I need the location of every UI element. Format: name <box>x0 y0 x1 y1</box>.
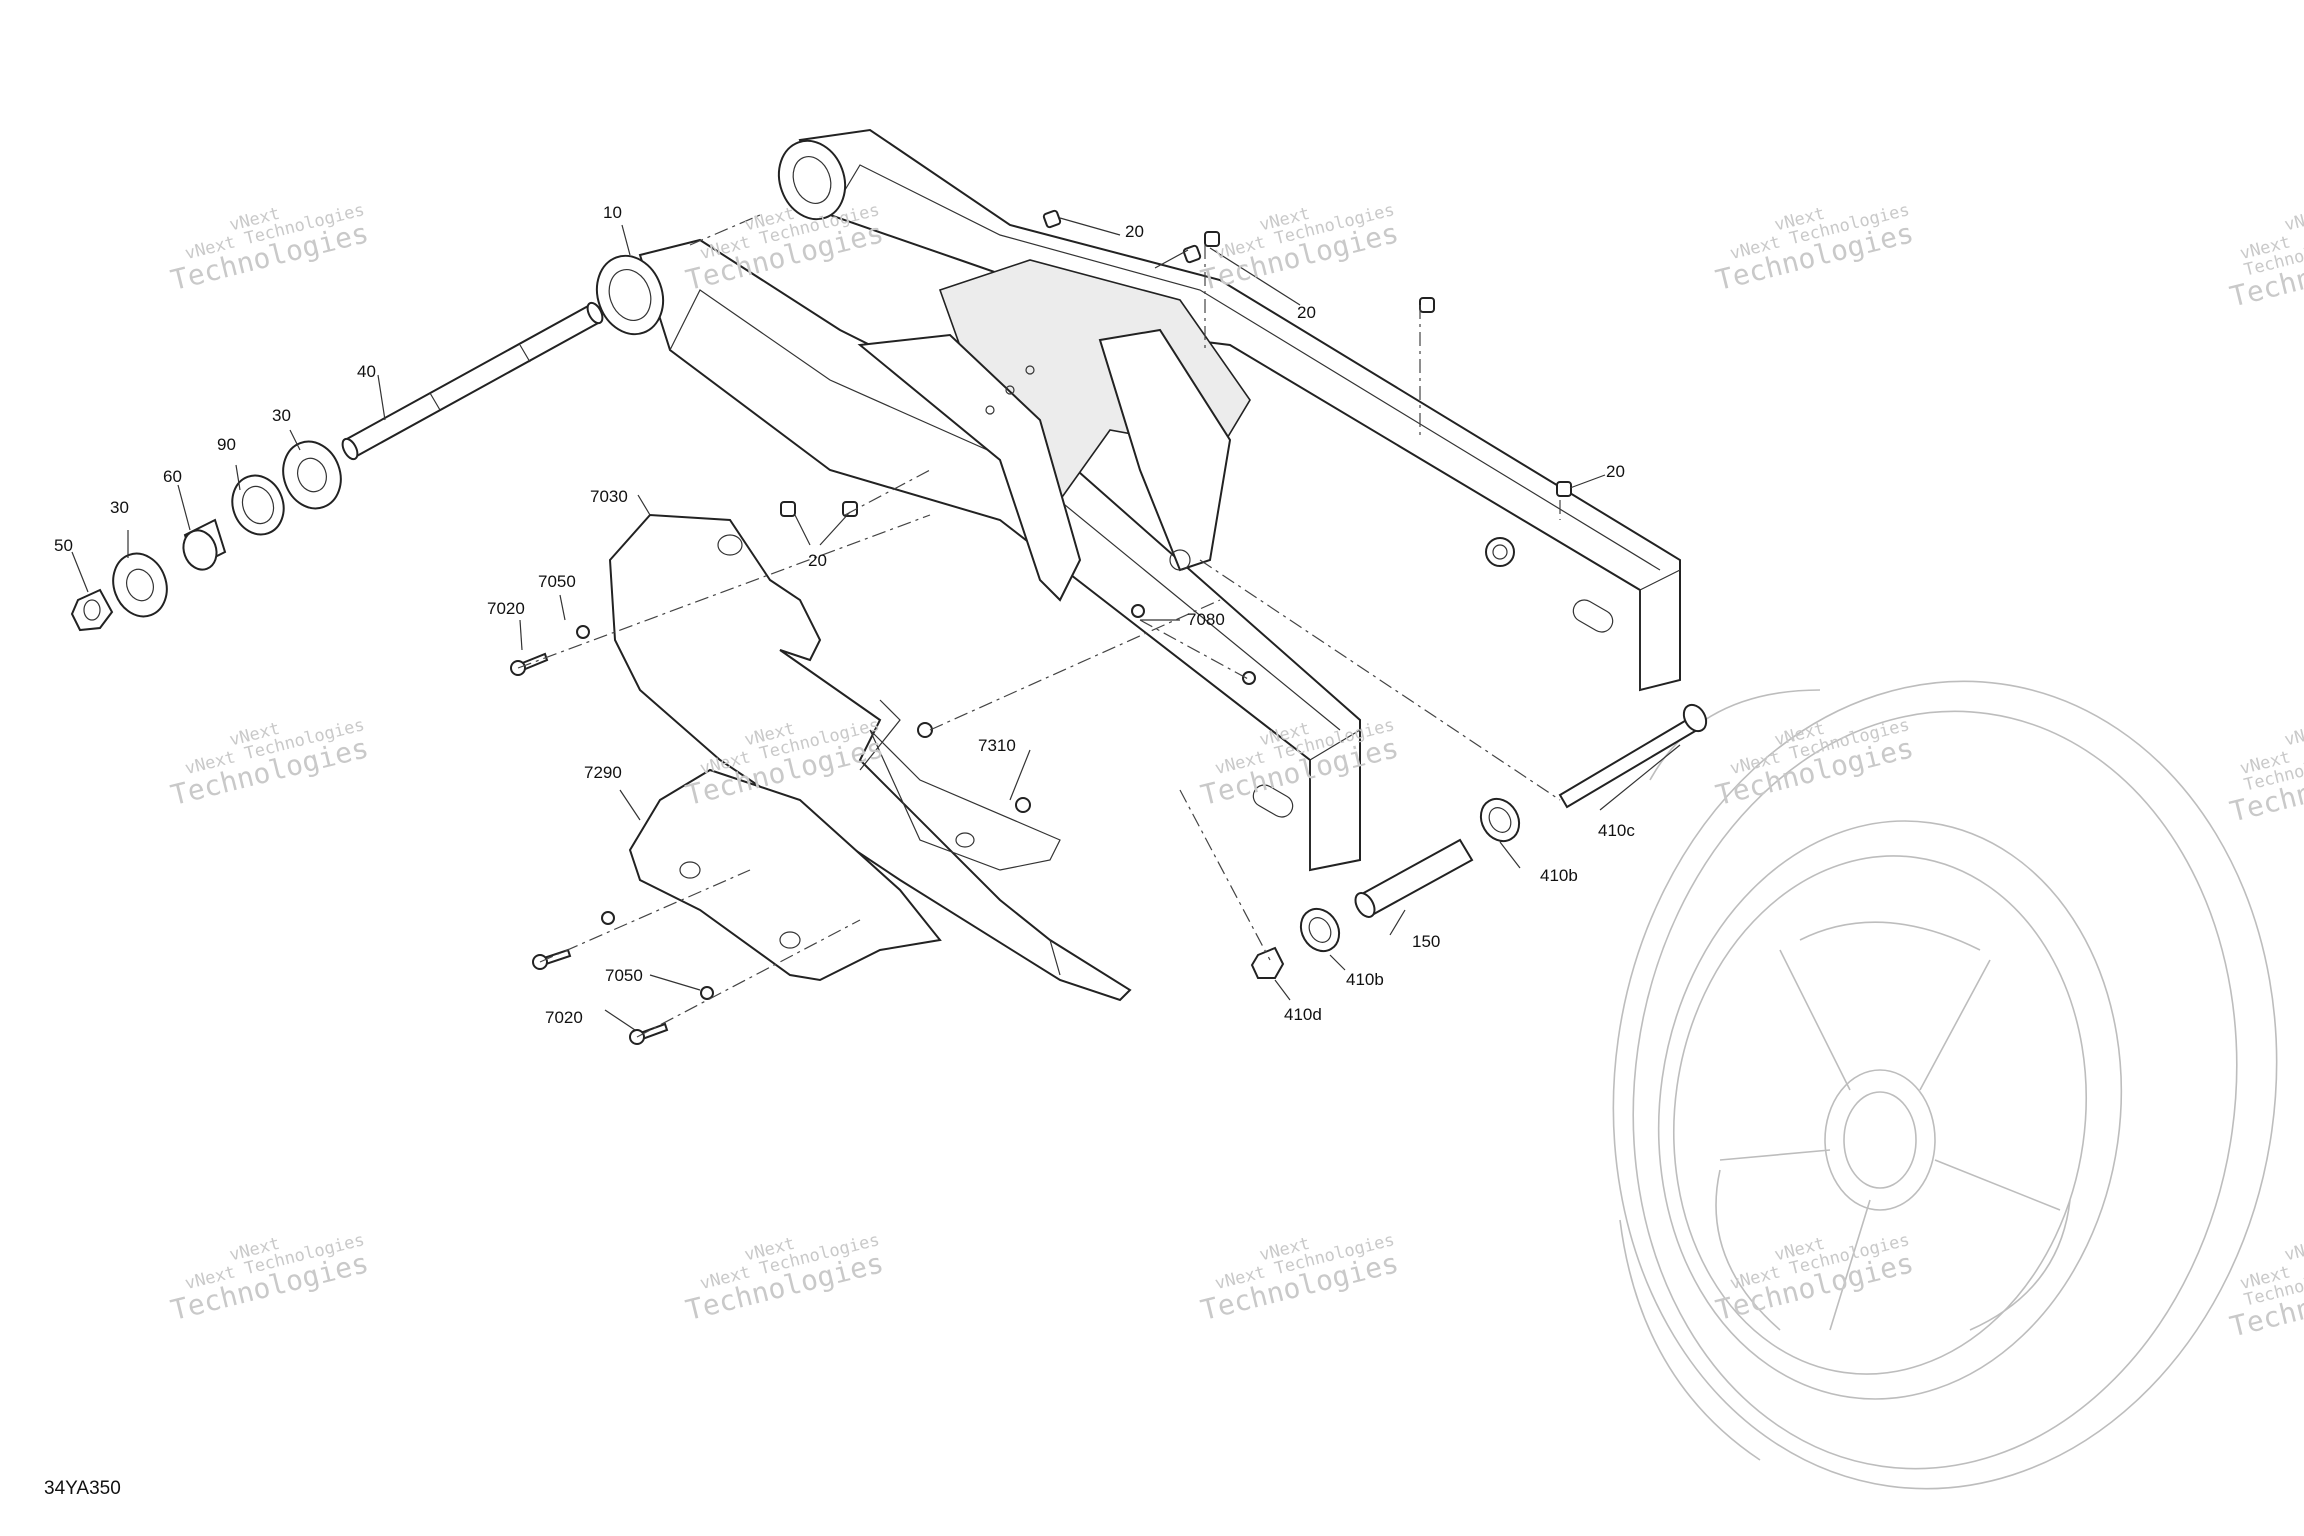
callout-410d[interactable]: 410d <box>1284 1005 1322 1024</box>
callout-7080[interactable]: 7080 <box>1187 610 1225 629</box>
diagram-reference-code: 34YA350 <box>44 1478 121 1499</box>
callout-410b[interactable]: 410b <box>1540 866 1578 885</box>
callout-150[interactable]: 150 <box>1412 932 1441 951</box>
callout-7050[interactable]: 7050 <box>538 572 576 591</box>
callout-60[interactable]: 60 <box>163 467 182 486</box>
rear-wheel-ghost <box>1612 680 2278 1490</box>
callout-50[interactable]: 50 <box>54 536 73 555</box>
axle-hardware <box>1250 703 1708 979</box>
callout-40[interactable]: 40 <box>357 362 376 381</box>
callout-30[interactable]: 30 <box>110 498 129 517</box>
callout-20[interactable]: 20 <box>1125 222 1144 241</box>
chain-guard-upper <box>608 513 1132 1002</box>
callout-410b[interactable]: 410b <box>1346 970 1384 989</box>
chain-guard-lower <box>628 729 1061 982</box>
pivot-shaft <box>341 301 604 461</box>
callout-20[interactable]: 20 <box>1606 462 1625 481</box>
callout-7310[interactable]: 7310 <box>978 736 1016 755</box>
callout-7290[interactable]: 7290 <box>584 763 622 782</box>
bearings-spacers <box>70 440 342 632</box>
callout-30[interactable]: 30 <box>272 406 291 425</box>
callout-7050[interactable]: 7050 <box>605 966 643 985</box>
fasteners <box>510 209 1572 1045</box>
callout-7020[interactable]: 7020 <box>487 599 525 618</box>
callout-7020[interactable]: 7020 <box>545 1008 583 1027</box>
leader-lines <box>71 214 1681 1038</box>
callout-20[interactable]: 20 <box>808 551 827 570</box>
callout-10[interactable]: 10 <box>603 203 622 222</box>
callout-90[interactable]: 90 <box>217 435 236 454</box>
callout-7030[interactable]: 7030 <box>590 487 628 506</box>
callout-20[interactable]: 20 <box>1297 303 1316 322</box>
swing-arm-frame <box>595 128 1681 872</box>
callout-410c[interactable]: 410c <box>1598 821 1635 840</box>
